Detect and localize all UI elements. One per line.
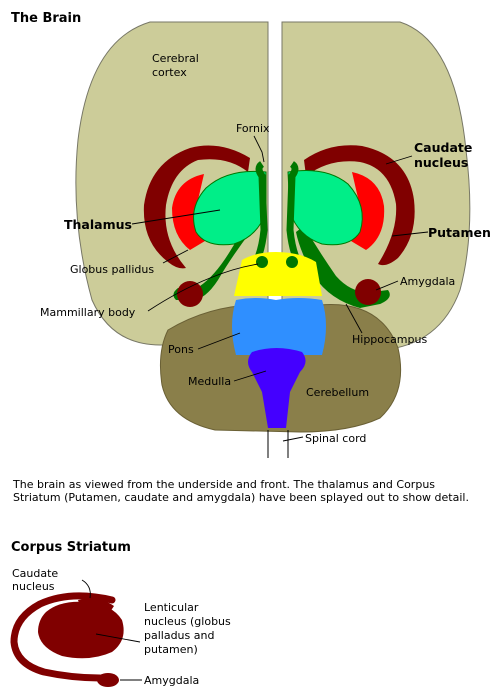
label-cerebral-cortex-1: Cerebral bbox=[152, 52, 199, 65]
pons bbox=[232, 298, 326, 355]
right-amygdala bbox=[355, 279, 381, 305]
left-mammillary-body bbox=[256, 256, 268, 268]
label-cerebral-cortex-2: cortex bbox=[152, 66, 187, 79]
striatum-label-lenticular-2: nucleus (globus bbox=[144, 615, 231, 628]
striatum-amygdala bbox=[97, 673, 119, 687]
hypothalamus bbox=[234, 252, 322, 296]
striatum-label-lenticular-1: Lenticular bbox=[144, 601, 199, 614]
corpus-striatum-diagram: Caudate nucleus Lenticular nucleus (glob… bbox=[0, 560, 490, 689]
fornix bbox=[256, 164, 298, 262]
label-thalamus: Thalamus bbox=[64, 217, 132, 232]
label-pons: Pons bbox=[168, 343, 194, 356]
brain-diagram: Cerebral cortex Fornix Caudate nucleus T… bbox=[0, 0, 490, 470]
label-spinal-cord: Spinal cord bbox=[305, 432, 366, 445]
label-medulla: Medulla bbox=[188, 375, 231, 388]
label-globus-pallidus: Globus pallidus bbox=[70, 263, 154, 276]
striatum-label-lenticular-3: palladus and bbox=[144, 629, 214, 642]
label-amygdala: Amygdala bbox=[400, 275, 455, 288]
leader-spinal-cord bbox=[283, 437, 303, 441]
label-fornix: Fornix bbox=[236, 122, 270, 135]
right-mammillary-body bbox=[286, 256, 298, 268]
left-amygdala bbox=[177, 281, 203, 307]
label-caudate-2: nucleus bbox=[414, 155, 468, 170]
brain-caption: The brain as viewed from the underside a… bbox=[13, 479, 483, 504]
striatum-label-lenticular-4: putamen) bbox=[144, 643, 198, 656]
lenticular-nucleus bbox=[38, 602, 124, 659]
striatum-label-caudate-2: nucleus bbox=[12, 580, 55, 593]
label-mammillary-body: Mammillary body bbox=[40, 306, 136, 319]
label-caudate-1: Caudate bbox=[414, 140, 472, 155]
striatum-label-caudate-1: Caudate bbox=[12, 567, 58, 580]
label-cerebellum: Cerebellum bbox=[306, 386, 369, 399]
label-hippocampus: Hippocampus bbox=[352, 333, 427, 346]
striatum-label-amygdala: Amygdala bbox=[144, 674, 199, 687]
striatum-title: Corpus Striatum bbox=[11, 540, 131, 555]
label-putamen: Putamen bbox=[428, 225, 490, 240]
